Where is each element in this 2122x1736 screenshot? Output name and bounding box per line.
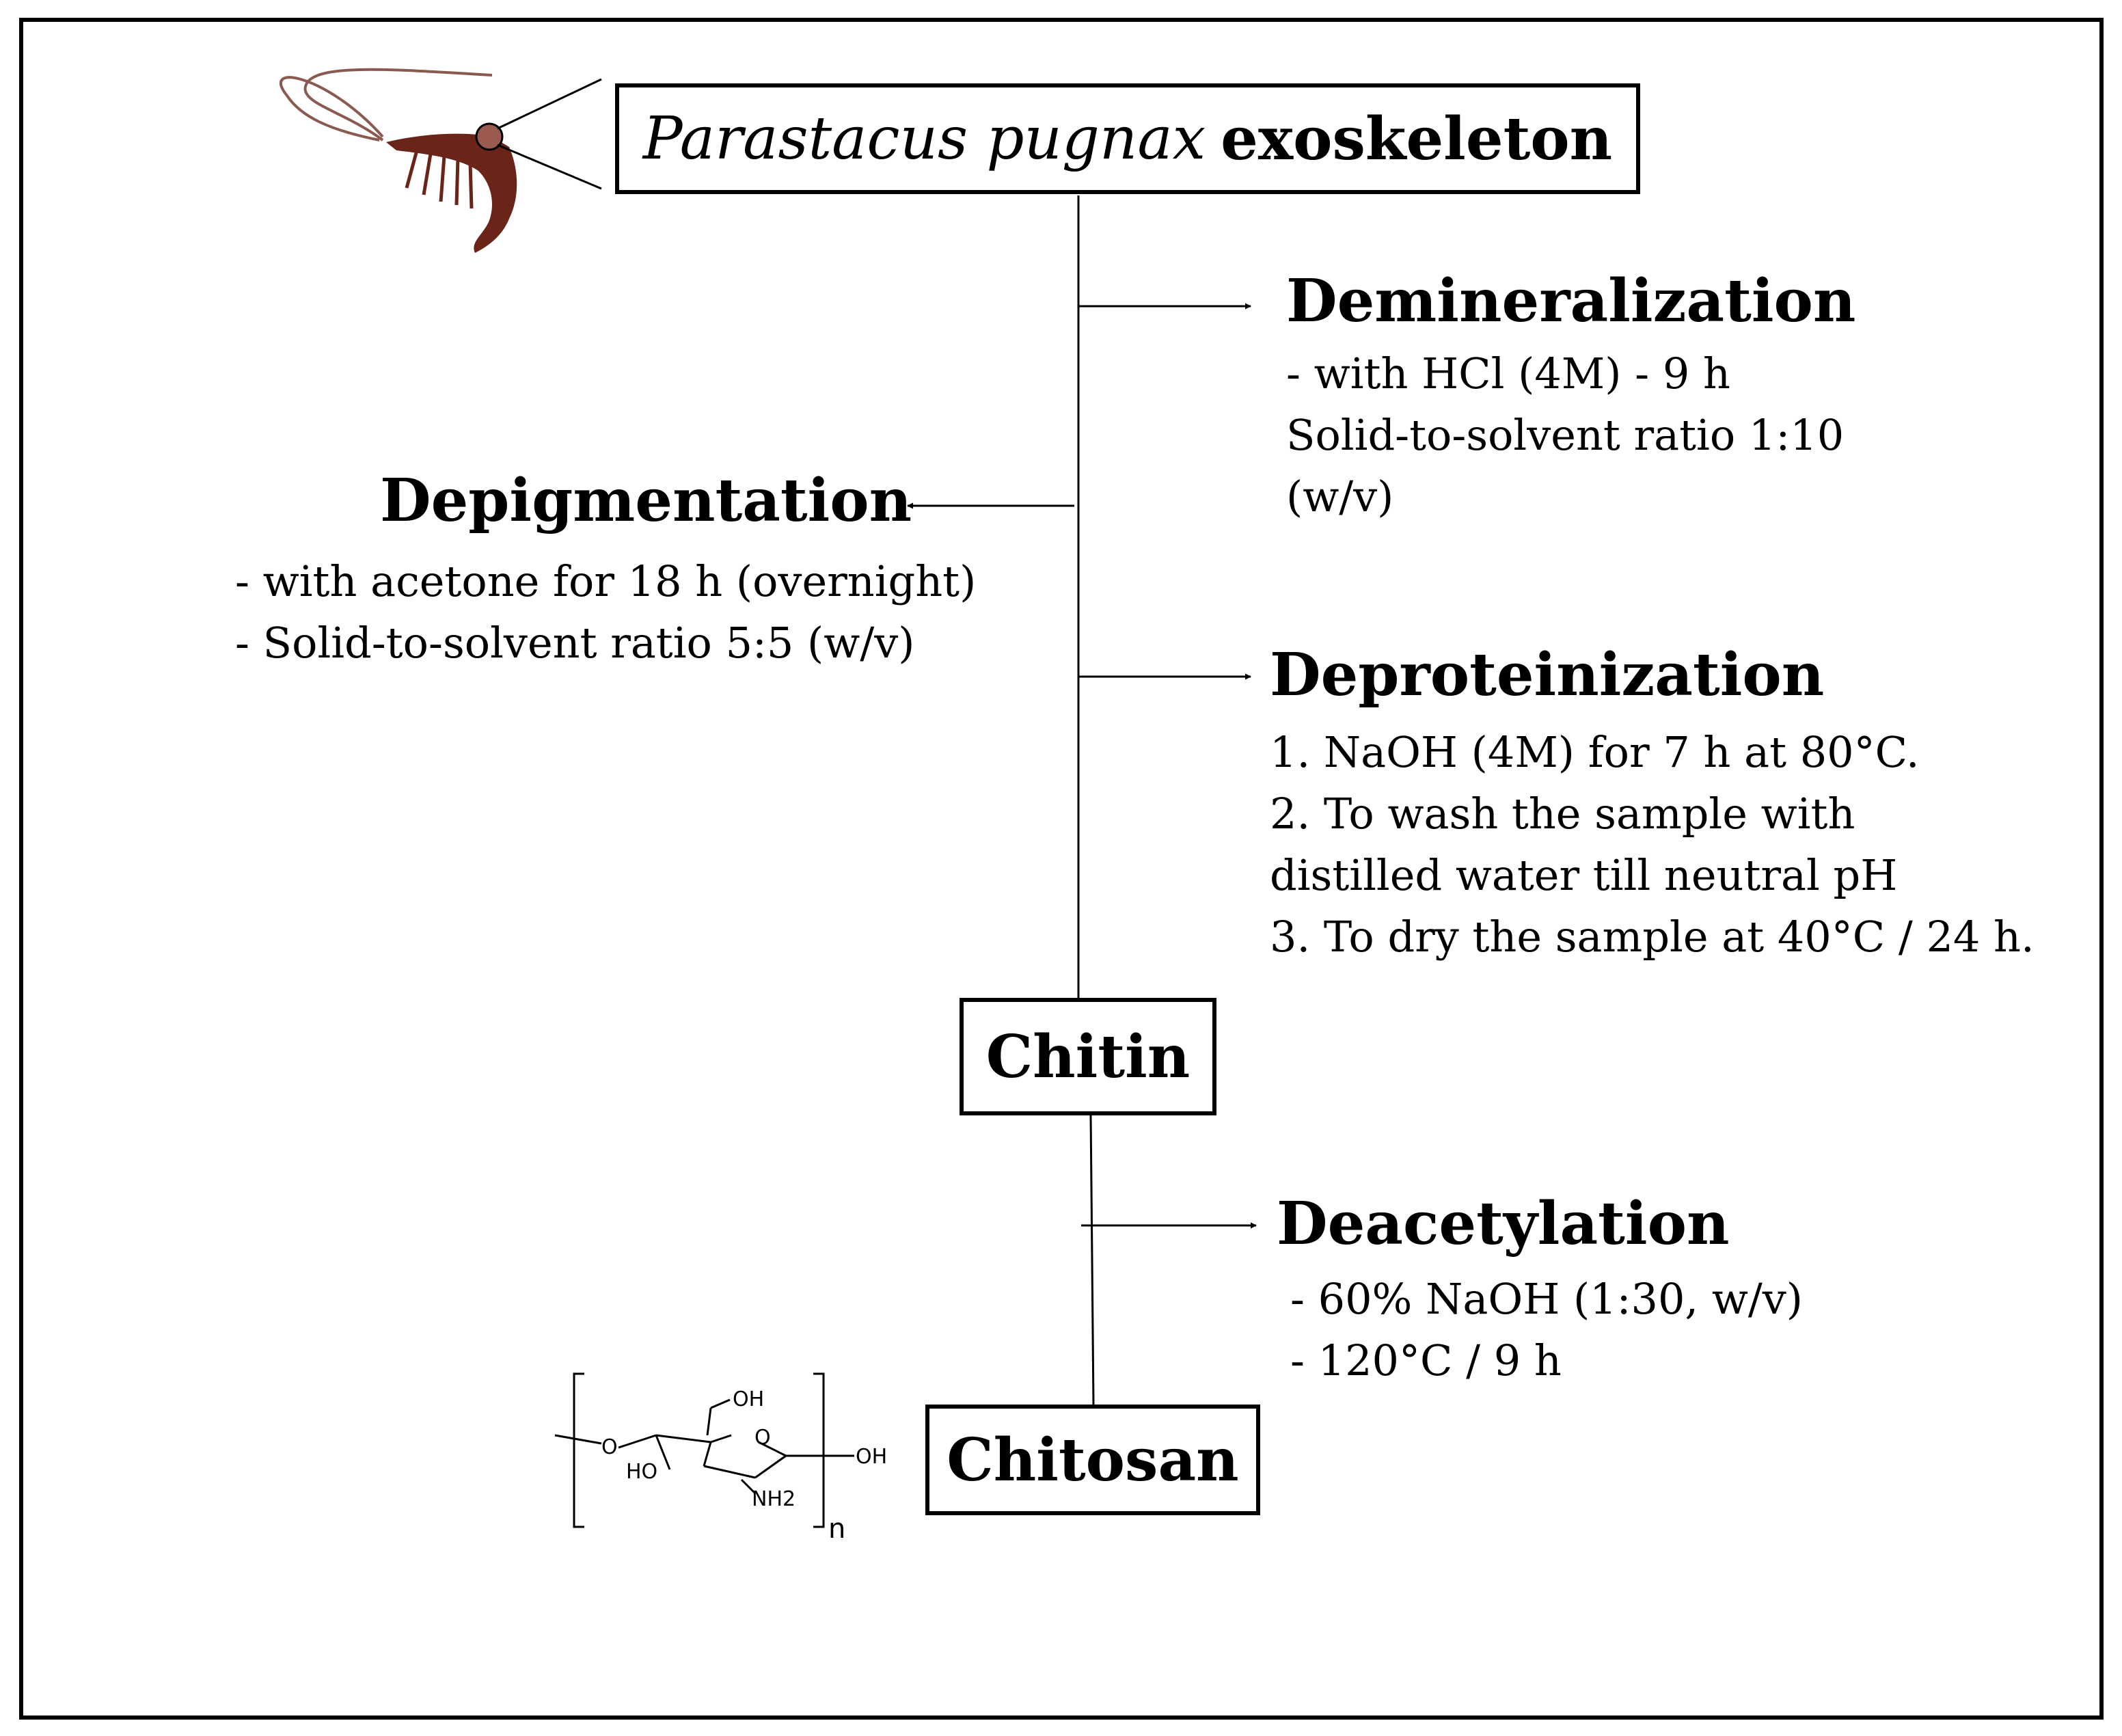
label-ho: HO	[626, 1460, 658, 1484]
detail-line: - with acetone for 18 h (overnight)	[235, 556, 977, 606]
detail-line: 3. To dry the sample at 40°C / 24 h.	[1270, 912, 2035, 962]
source-box: Parastacus pugnax exoskeleton	[615, 83, 1640, 194]
detail-line: (w/v)	[1286, 472, 1394, 521]
label-o-left: O	[601, 1435, 618, 1459]
deacetylation-title: Deacetylation	[1277, 1189, 1730, 1258]
bracket-right	[813, 1372, 825, 1528]
chitosan-label: Chitosan	[947, 1425, 1239, 1495]
detail-line: Solid-to-solvent ratio 1:10	[1286, 410, 1845, 460]
deacetylation-details: - 60% NaOH (1:30, w/v) - 120°C / 9 h	[1290, 1269, 1803, 1392]
detail-line: - 120°C / 9 h	[1290, 1335, 1562, 1385]
shrimp-icon	[280, 68, 602, 253]
detail-line: 2. To wash the sample with	[1270, 789, 1855, 839]
species-name: Parastacus pugnax	[642, 105, 1206, 173]
secondary-flow-line	[1089, 1115, 1095, 1405]
label-repeat-n: n	[828, 1513, 846, 1545]
label-oh-top: OH	[733, 1387, 765, 1411]
detail-line: 1. NaOH (4M) for 7 h at 80°C.	[1270, 727, 1920, 777]
detail-line: distilled water till neutral pH	[1270, 850, 1898, 900]
label-oh-right: OH	[856, 1445, 888, 1469]
deproteinization-title: Deproteinization	[1270, 640, 1825, 709]
chitosan-structure	[554, 1372, 854, 1528]
source-suffix: exoskeleton	[1221, 104, 1613, 174]
label-nh2: NH2	[752, 1487, 796, 1511]
chitin-box: Chitin	[960, 998, 1216, 1115]
chitosan-box: Chitosan	[925, 1405, 1260, 1515]
detail-line: - Solid-to-solvent ratio 5:5 (w/v)	[235, 618, 915, 668]
depigmentation-details: - with acetone for 18 h (overnight) - So…	[235, 551, 976, 674]
detail-line: - with HCl (4M) - 9 h	[1286, 349, 1730, 398]
chitin-label: Chitin	[985, 1022, 1191, 1091]
deproteinization-details: 1. NaOH (4M) for 7 h at 80°C. 2. To wash…	[1270, 722, 2035, 968]
label-o-ring: O	[754, 1426, 771, 1450]
depigmentation-title: Depigmentation	[380, 466, 912, 535]
bracket-left	[573, 1372, 584, 1528]
detail-line: - 60% NaOH (1:30, w/v)	[1290, 1274, 1803, 1324]
demineralization-title: Demineralization	[1286, 267, 1856, 336]
demineralization-details: - with HCl (4M) - 9 h Solid-to-solvent r…	[1286, 343, 1844, 528]
